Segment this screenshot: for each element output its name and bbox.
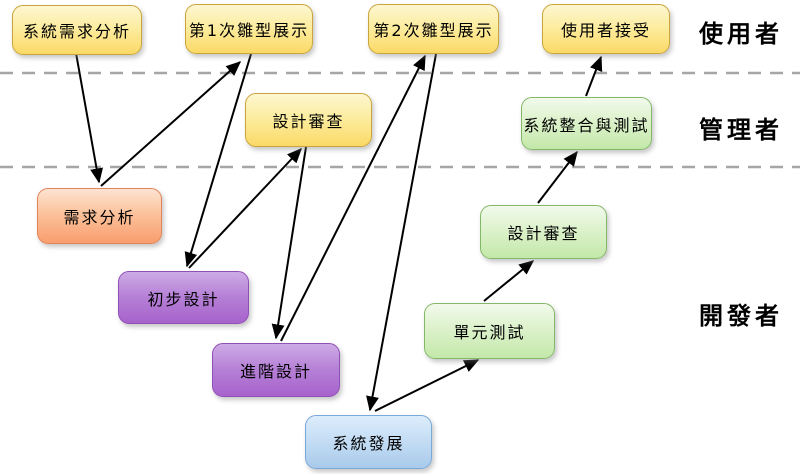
arrow-proto1-to-prelimdesign <box>184 53 252 268</box>
lane-label-developer: 開發者 <box>699 302 783 330</box>
arrow-reqanalysis-to-proto1 <box>100 61 242 187</box>
node-first-prototype-demo: 第1次雛型展示 <box>185 4 313 54</box>
arrow-designreviewmgr-to-advdesign <box>271 146 307 340</box>
lane-label-user: 使用者 <box>699 20 783 48</box>
arrow-prelimdesign-to-designreviewmgr <box>188 147 302 269</box>
node-system-requirements-analysis: 系統需求分析 <box>12 5 142 55</box>
node-requirements-analysis: 需求分析 <box>37 188 162 244</box>
arrow-sysreq-to-reqanalysis <box>75 52 104 184</box>
node-preliminary-design: 初步設計 <box>118 271 249 324</box>
node-unit-test: 單元測試 <box>424 303 555 359</box>
node-design-review-manager: 設計審查 <box>245 93 372 147</box>
node-system-integration-and-test: 系統整合與測試 <box>521 97 652 150</box>
arrow-proto2-to-sysdev <box>366 53 437 412</box>
arrow-designreviewdev-to-integrationtest <box>537 150 578 204</box>
node-design-review-developer: 設計審查 <box>480 205 607 259</box>
node-advanced-design: 進階設計 <box>212 343 340 397</box>
node-second-prototype-demo: 第2次雛型展示 <box>368 4 499 54</box>
node-system-development: 系統發展 <box>305 415 432 469</box>
arrow-sysdev-to-unittest <box>374 359 480 412</box>
arrow-integrationtest-to-useraccept <box>585 55 603 97</box>
arrow-unittest-to-designreviewdev <box>483 260 535 302</box>
lane-label-manager: 管理者 <box>699 116 783 144</box>
node-user-acceptance: 使用者接受 <box>542 4 670 54</box>
